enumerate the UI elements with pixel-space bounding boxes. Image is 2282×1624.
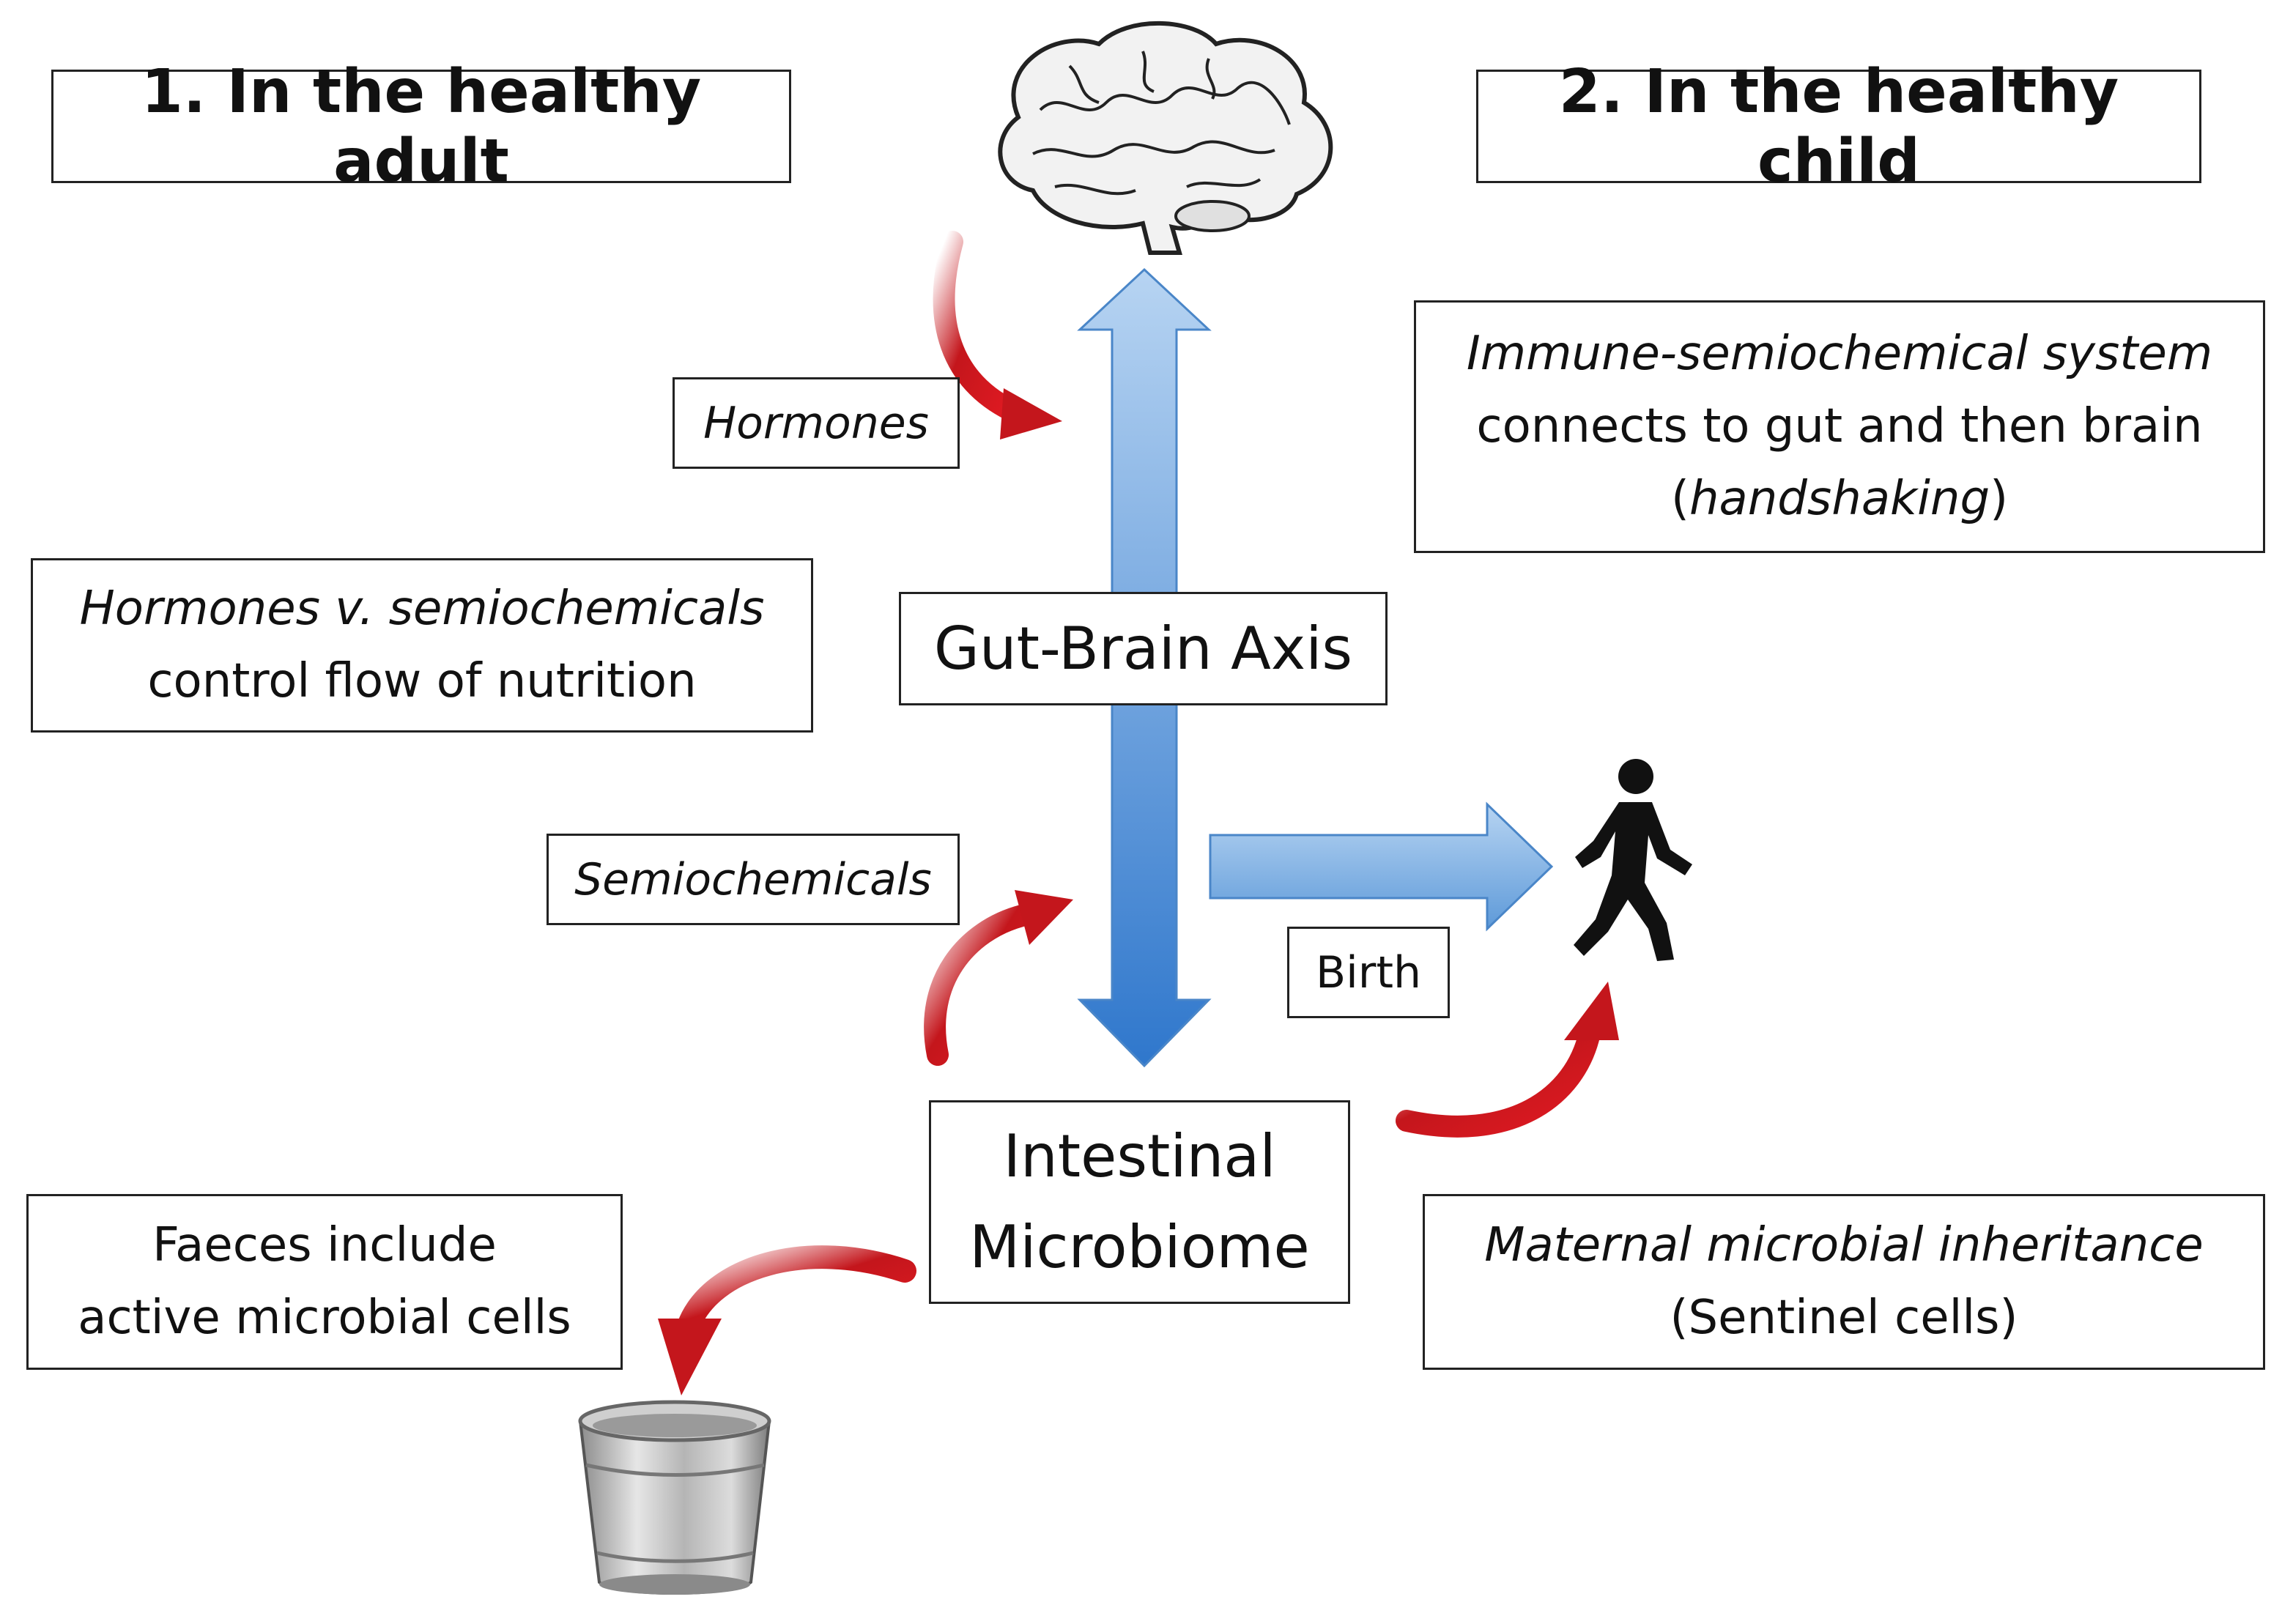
adult-title-box: 1. In the healthy adult [51, 57, 791, 196]
walking-person-icon [1574, 759, 1692, 961]
immune-heading: Immune-semiochemical system [1466, 326, 2213, 381]
hormones-vs-semiochemicals-box: Hormones v. semiochemicals control flow … [31, 558, 813, 733]
birth-label: Birth [1315, 946, 1422, 998]
hormones-label-box: Hormones [673, 377, 960, 469]
semiochemicals-label: Semiochemicals [574, 853, 932, 905]
birth-label-box: Birth [1287, 927, 1450, 1018]
maternal-inheritance-box: Maternal microbial inheritance (Sentinel… [1423, 1194, 2265, 1370]
semiochemicals-red-arrow [924, 890, 1073, 1066]
hormones-vs-semiochemicals-heading: Hormones v. semiochemicals [79, 581, 765, 636]
immune-paren-close: ) [1990, 472, 2009, 527]
microbiome-line1: Intestinal [1003, 1122, 1276, 1190]
gut-brain-axis-label: Gut-Brain Axis [933, 614, 1353, 683]
microbiome-line2: Microbiome [969, 1213, 1310, 1281]
faeces-line2: active microbial cells [78, 1291, 571, 1345]
immune-line3: (handshaking) [1671, 463, 2008, 535]
brain-icon [998, 21, 1333, 255]
control-flow-text: control flow of nutrition [147, 654, 697, 708]
maternal-heading: Maternal microbial inheritance [1484, 1217, 2204, 1272]
gut-brain-axis-box: Gut-Brain Axis [899, 592, 1388, 705]
immune-paren-open: ( [1670, 472, 1689, 527]
faeces-red-arrow [658, 1245, 916, 1395]
child-title-box: 2. In the healthy child [1476, 57, 2201, 196]
immune-semiochemical-box: Immune-semiochemical system connects to … [1414, 300, 2265, 553]
hormones-label: Hormones [703, 397, 929, 449]
hormones-red-arrow [933, 231, 1062, 440]
faeces-line1: Faeces include [152, 1217, 497, 1272]
birth-arrow [1209, 801, 1554, 932]
maternal-red-arrow [1396, 982, 1619, 1138]
semiochemicals-label-box: Semiochemicals [547, 834, 960, 925]
child-title: 2. In the healthy child [1558, 56, 2119, 196]
adult-title: 1. In the healthy adult [141, 56, 702, 196]
handshaking-text: handshaking [1689, 472, 1990, 527]
faeces-note-box: Faeces include active microbial cells [26, 1194, 623, 1370]
sentinel-cells-text: (Sentinel cells) [1670, 1291, 2018, 1345]
bucket-icon [578, 1400, 771, 1595]
immune-line2: connects to gut and then brain [1476, 398, 2203, 453]
intestinal-microbiome-box: Intestinal Microbiome [929, 1100, 1350, 1304]
